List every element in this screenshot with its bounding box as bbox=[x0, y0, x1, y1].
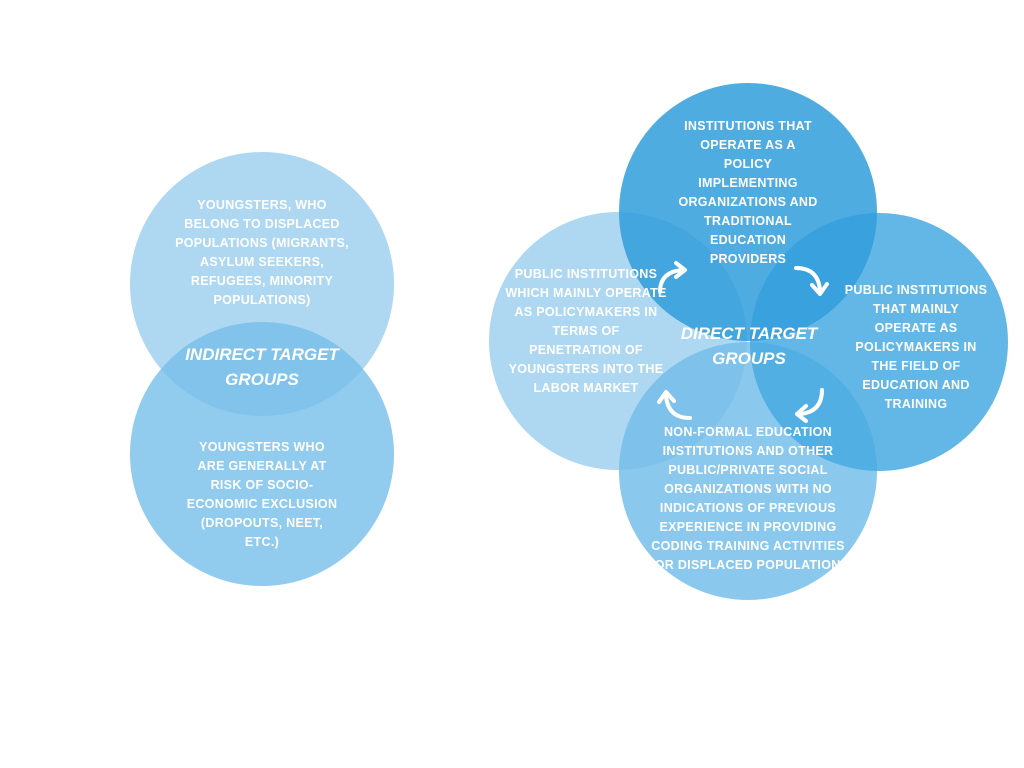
direct-left-text: PUBLIC INSTITUTIONS WHICH MAINLY OPERATE… bbox=[505, 267, 667, 395]
curved-arrow-icon-bottom-left bbox=[657, 390, 692, 420]
indirect-top-text: YOUNGSTERS, WHO BELONG TO DISPLACED POPU… bbox=[175, 198, 349, 307]
curved-arrow-icon-top-right bbox=[794, 266, 829, 296]
direct-bottom-text: NON-FORMAL EDUCATION INSTITUTIONS AND OT… bbox=[646, 425, 850, 572]
indirect-bottom-circle bbox=[130, 322, 394, 586]
indirect-target-groups-label: INDIRECT TARGET GROUPS bbox=[185, 345, 339, 389]
direct-top-text: INSTITUTIONS THAT OPERATE AS A POLICY IM… bbox=[678, 119, 818, 266]
curved-arrow-icon-top-left bbox=[658, 261, 687, 294]
direct-target-groups-label: DIRECT TARGET GROUPS bbox=[680, 324, 818, 368]
direct-right-text: PUBLIC INSTITUTIONS THAT MAINLY OPERATE … bbox=[844, 283, 988, 411]
curved-arrow-icon-bottom-right bbox=[795, 388, 824, 423]
indirect-bottom-text: YOUNGSTERS WHO ARE GENERALLY AT RISK OF … bbox=[186, 440, 338, 549]
direct-top-circle bbox=[619, 83, 877, 341]
